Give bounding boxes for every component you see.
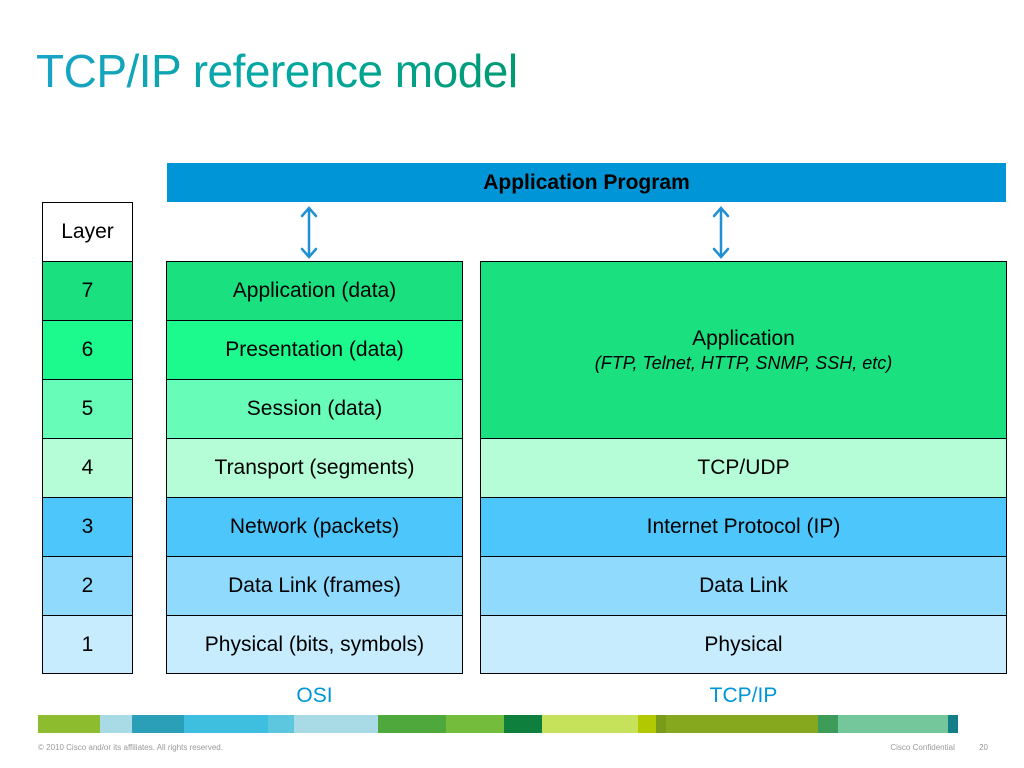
footer-right: Cisco Confidential 20 [890, 743, 988, 752]
osi-model-label: OSI [296, 684, 333, 707]
tcpip-double-arrow-icon [712, 206, 730, 259]
layer-number: 6 [81, 338, 94, 361]
tcpip-application-protocols: (FTP, Telnet, HTTP, SNMP, SSH, etc) [594, 352, 893, 373]
page-number: 20 [979, 743, 988, 752]
osi-layer-3: Network (packets) [166, 497, 463, 557]
layer-number: 7 [81, 279, 94, 302]
osi-layer-4: Transport (segments) [166, 438, 463, 498]
tcpip-physical-label: Physical [704, 632, 783, 656]
tcpip-internet-label: Internet Protocol (IP) [646, 515, 841, 538]
tcpip-model-label: TCP/IP [709, 684, 778, 707]
osi-layer-label: Physical (bits, symbols) [204, 632, 425, 656]
copyright-text: © 2010 Cisco and/or its affiliates. All … [38, 743, 223, 752]
application-program-label: Application Program [483, 170, 690, 194]
tcpip-datalink-layer: Data Link [480, 556, 1007, 616]
osi-layer-label: Network (packets) [229, 515, 400, 538]
osi-layer-label: Data Link (frames) [228, 574, 401, 597]
tcpip-internet-layer: Internet Protocol (IP) [480, 497, 1007, 557]
layer-number: 4 [81, 456, 94, 479]
tcpip-transport-label: TCP/UDP [697, 456, 790, 479]
layer-num-2: 2 [42, 556, 133, 616]
osi-layer-label: Presentation (data) [225, 338, 404, 361]
layer-header-label: Layer [61, 220, 114, 243]
tcpip-datalink-label: Data Link [699, 574, 788, 597]
osi-layer-label: Transport (segments) [214, 456, 415, 479]
osi-layer-7: Application (data) [166, 261, 463, 321]
layer-header: Layer [42, 202, 133, 262]
tcpip-application-label: Application [692, 326, 795, 350]
tcpip-physical-layer: Physical [480, 615, 1007, 674]
tcpip-transport-layer: TCP/UDP [480, 438, 1007, 498]
layer-number: 2 [81, 574, 94, 597]
osi-double-arrow-icon [300, 206, 318, 259]
layer-num-1: 1 [42, 615, 133, 674]
osi-layer-label: Application (data) [232, 279, 397, 302]
osi-layer-2: Data Link (frames) [166, 556, 463, 616]
osi-layer-label: Session (data) [246, 397, 383, 420]
layer-number: 5 [81, 397, 94, 420]
osi-layer-5: Session (data) [166, 379, 463, 439]
confidential-label: Cisco Confidential [890, 743, 955, 752]
tcpip-application-layer: Application (FTP, Telnet, HTTP, SNMP, SS… [480, 261, 1007, 439]
layer-num-5: 5 [42, 379, 133, 439]
decorative-color-stripe [38, 715, 988, 733]
layer-number: 3 [81, 515, 94, 538]
layer-number: 1 [81, 632, 94, 656]
osi-layer-6: Presentation (data) [166, 320, 463, 380]
application-program-bar: Application Program [167, 163, 1006, 202]
layer-num-4: 4 [42, 438, 133, 498]
layer-num-3: 3 [42, 497, 133, 557]
osi-layer-1: Physical (bits, symbols) [166, 615, 463, 674]
layer-num-6: 6 [42, 320, 133, 380]
page-title: TCP/IP reference model [36, 45, 518, 97]
layer-num-7: 7 [42, 261, 133, 321]
